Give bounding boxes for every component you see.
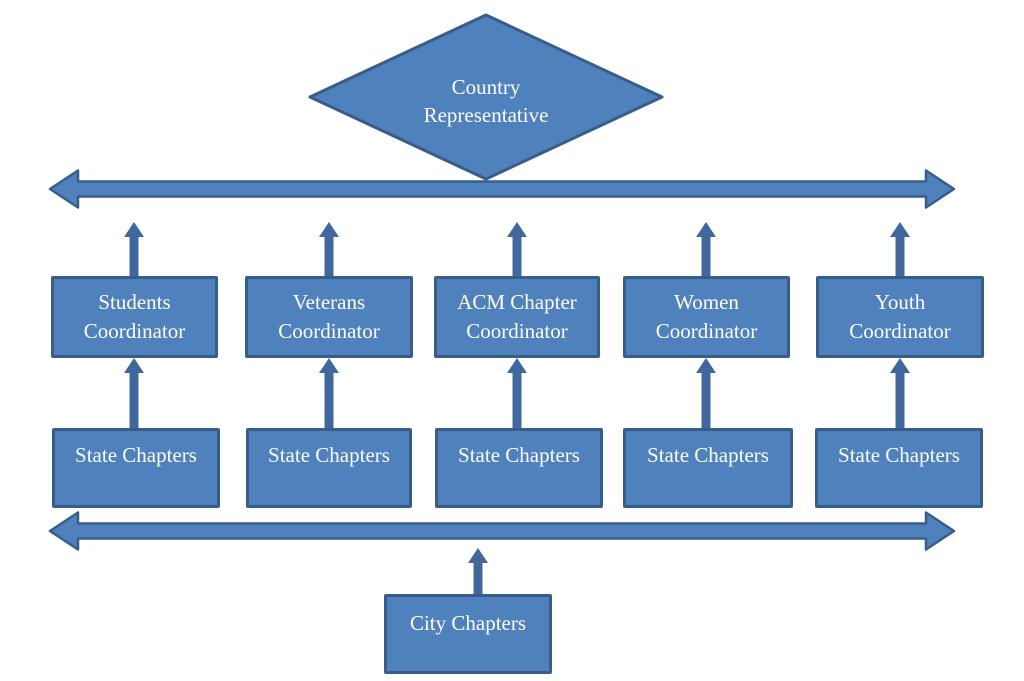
up-arrow-icon xyxy=(507,222,527,278)
node-city-chapters: City Chapters xyxy=(384,594,552,674)
node-label: State Chapters xyxy=(268,443,390,467)
node-label: State Chapters xyxy=(458,443,580,467)
node-label: City Chapters xyxy=(409,611,527,635)
up-arrow-icon xyxy=(319,358,339,430)
up-arrow-icon xyxy=(890,222,910,278)
node-label: Women Coordinator xyxy=(655,290,758,343)
node-youth-coordinator: Youth Coordinator xyxy=(816,276,984,358)
node-state-chapters: State Chapters xyxy=(815,428,983,508)
node-label: State Chapters xyxy=(838,443,960,467)
up-arrow-icon xyxy=(319,222,339,278)
node-acm-chapter-coordinator: ACM Chapter Coordinator xyxy=(434,276,600,358)
up-arrow-icon xyxy=(124,222,144,278)
node-label: Youth Coordinator xyxy=(849,290,951,343)
node-country-representative: Country Representative xyxy=(423,75,549,127)
node-state-chapters: State Chapters xyxy=(623,428,793,508)
diamond-shape xyxy=(308,13,664,181)
node-label: ACM Chapter Coordinator xyxy=(457,290,577,343)
up-arrow-icon xyxy=(124,358,144,430)
node-label: Veterans Coordinator xyxy=(278,290,380,343)
up-arrow-icon xyxy=(696,222,716,278)
up-arrow-icon xyxy=(468,548,488,596)
node-students-coordinator: Students Coordinator xyxy=(51,276,218,358)
node-label: Students Coordinator xyxy=(83,290,186,343)
up-arrow-icon xyxy=(890,358,910,430)
double-arrow-icon xyxy=(48,169,956,209)
node-state-chapters: State Chapters xyxy=(435,428,603,508)
up-arrow-icon xyxy=(507,358,527,430)
node-label: State Chapters xyxy=(647,443,769,467)
double-arrow-icon xyxy=(48,511,956,551)
node-women-coordinator: Women Coordinator xyxy=(623,276,790,358)
node-label: State Chapters xyxy=(75,443,197,467)
node-state-chapters: State Chapters xyxy=(246,428,412,508)
node-state-chapters: State Chapters xyxy=(52,428,220,508)
node-veterans-coordinator: Veterans Coordinator xyxy=(245,276,413,358)
up-arrow-icon xyxy=(696,358,716,430)
